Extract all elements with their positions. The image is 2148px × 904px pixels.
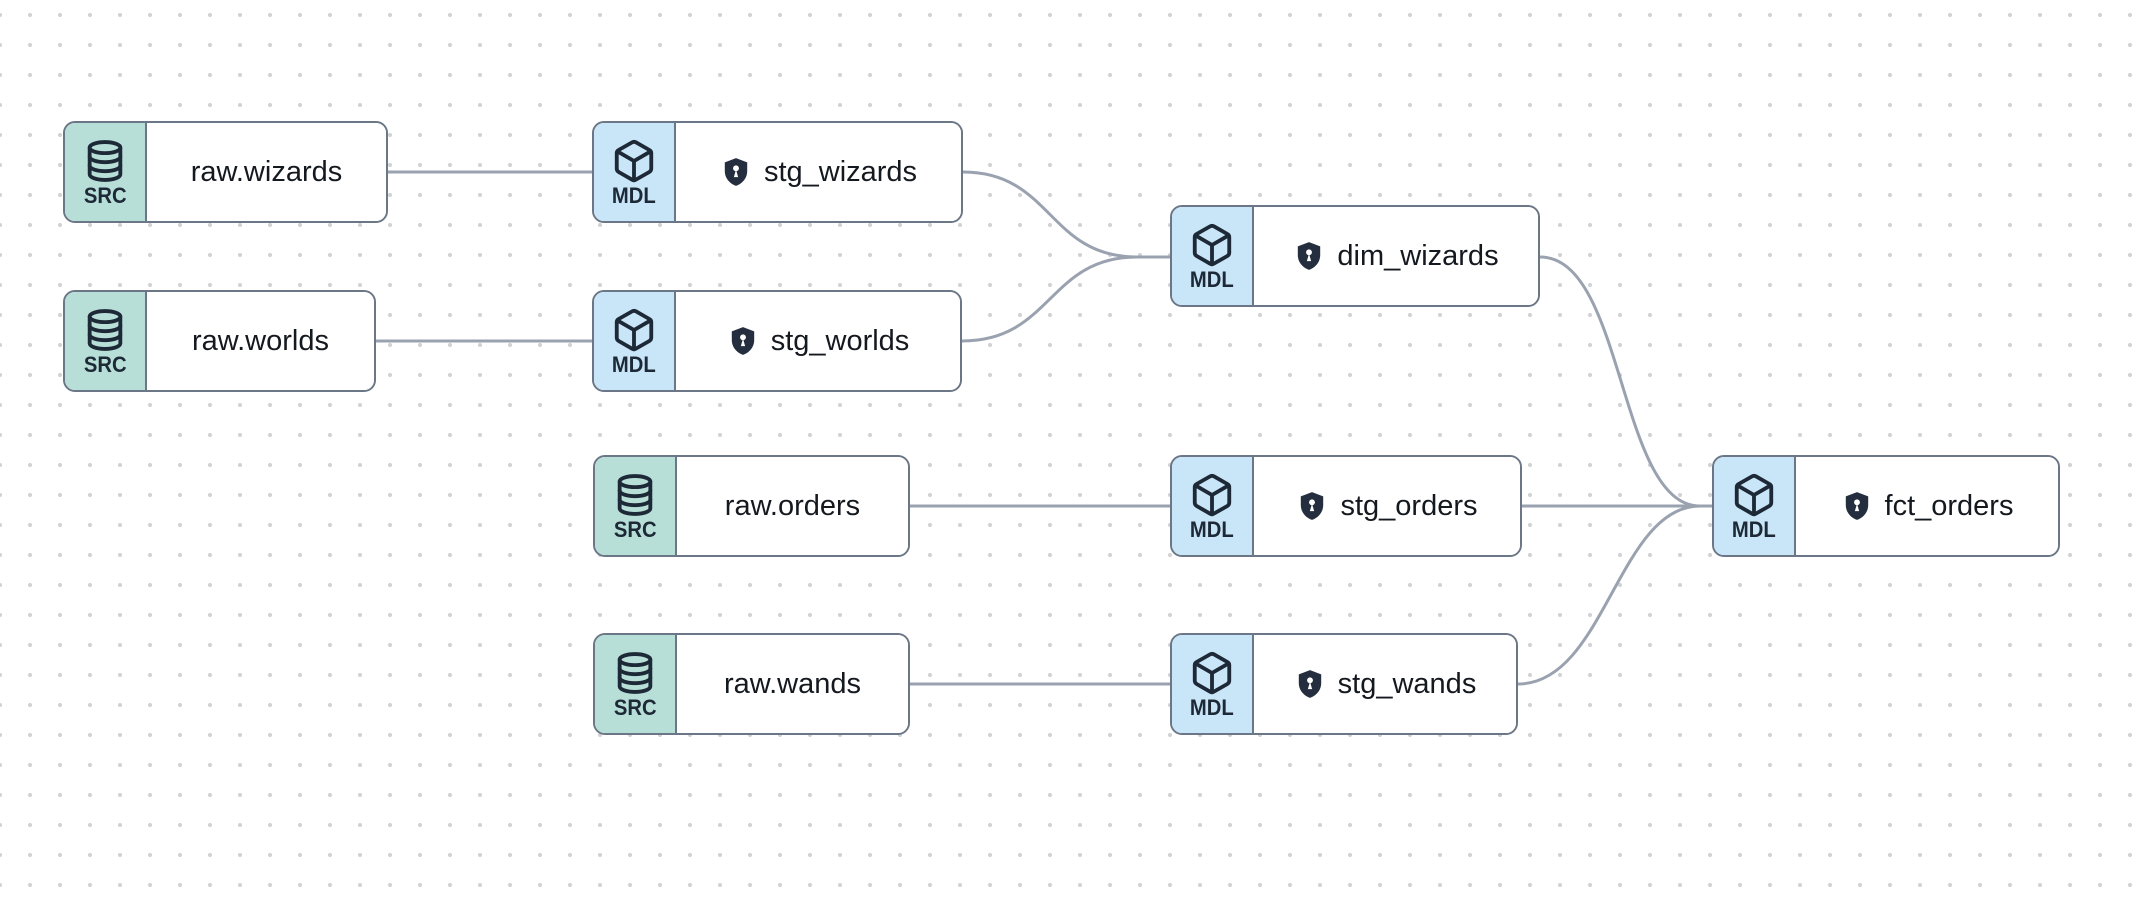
database-icon [87, 139, 123, 182]
node-label-area: stg_wands [1254, 635, 1516, 733]
shield-lock-icon [731, 327, 754, 355]
shield-lock-icon [724, 158, 748, 186]
node-label: raw.orders [724, 489, 861, 522]
node-label-area: raw.wizards [147, 123, 386, 221]
node-stg_orders[interactable]: MDL stg_orders [1170, 455, 1522, 557]
node-label-area: raw.worlds [147, 292, 374, 390]
node-raw.wands[interactable]: SRC raw.wands [593, 633, 910, 735]
node-label: fct_orders [1884, 489, 2014, 522]
node-label: stg_orders [1340, 489, 1478, 522]
node-label: stg_worlds [770, 324, 910, 357]
node-type-label: SRC [613, 516, 657, 542]
node-stg_wands[interactable]: MDL stg_wands [1170, 633, 1518, 735]
node-stg_wizards[interactable]: MDL stg_wizards [592, 121, 963, 223]
node-type-label: SRC [83, 351, 127, 377]
node-raw.orders[interactable]: SRC raw.orders [593, 455, 910, 557]
node-label-area: dim_wizards [1254, 207, 1538, 305]
source-type-badge: SRC [65, 123, 147, 221]
node-label: raw.wands [723, 667, 861, 700]
node-label: dim_wizards [1337, 239, 1499, 272]
node-type-label: SRC [83, 182, 127, 208]
database-icon [617, 651, 653, 694]
node-label: stg_wizards [763, 155, 918, 188]
node-label: raw.worlds [192, 324, 329, 357]
database-icon [87, 308, 123, 351]
node-type-label: MDL [612, 182, 656, 208]
node-type-label: MDL [1190, 516, 1234, 542]
cube-icon [1734, 473, 1774, 516]
node-label-area: stg_worlds [676, 292, 960, 390]
node-label-area: raw.wands [677, 635, 908, 733]
node-label: stg_wands [1337, 667, 1477, 700]
cube-icon [614, 308, 654, 351]
shield-lock-icon [1298, 670, 1321, 698]
edge-stg_wands-fct_orders [1516, 504, 1702, 686]
database-icon [617, 473, 653, 516]
node-type-label: MDL [612, 351, 656, 377]
edge-dim_wizards-fct_orders [1538, 255, 1714, 508]
node-type-label: MDL [1732, 516, 1776, 542]
source-type-badge: SRC [65, 292, 147, 390]
model-type-badge: MDL [1172, 457, 1254, 555]
node-type-label: MDL [1190, 266, 1234, 292]
node-dim_wizards[interactable]: MDL dim_wizards [1170, 205, 1540, 307]
source-type-badge: SRC [595, 457, 677, 555]
source-type-badge: SRC [595, 635, 677, 733]
cube-icon [614, 139, 654, 182]
model-type-badge: MDL [594, 292, 676, 390]
node-label-area: raw.orders [677, 457, 908, 555]
node-raw.wizards[interactable]: SRC raw.wizards [63, 121, 388, 223]
node-label-area: stg_orders [1254, 457, 1520, 555]
node-type-label: SRC [613, 694, 657, 720]
node-label: raw.wizards [190, 155, 343, 188]
cube-icon [1192, 223, 1232, 266]
model-type-badge: MDL [1172, 207, 1254, 305]
cube-icon [1192, 651, 1232, 694]
node-label-area: stg_wizards [676, 123, 961, 221]
node-fct_orders[interactable]: MDL fct_orders [1712, 455, 2060, 557]
shield-lock-icon [1301, 492, 1324, 520]
shield-lock-icon [1298, 242, 1321, 270]
edge-stg_worlds-dim_wizards [960, 255, 1139, 343]
model-type-badge: MDL [594, 123, 676, 221]
edge-stg_wizards-dim_wizards [961, 170, 1172, 259]
node-label-area: fct_orders [1796, 457, 2058, 555]
model-type-badge: MDL [1714, 457, 1796, 555]
model-type-badge: MDL [1172, 635, 1254, 733]
node-type-label: MDL [1190, 694, 1234, 720]
node-raw.worlds[interactable]: SRC raw.worlds [63, 290, 376, 392]
cube-icon [1192, 473, 1232, 516]
shield-lock-icon [1845, 492, 1868, 520]
node-stg_worlds[interactable]: MDL stg_worlds [592, 290, 962, 392]
